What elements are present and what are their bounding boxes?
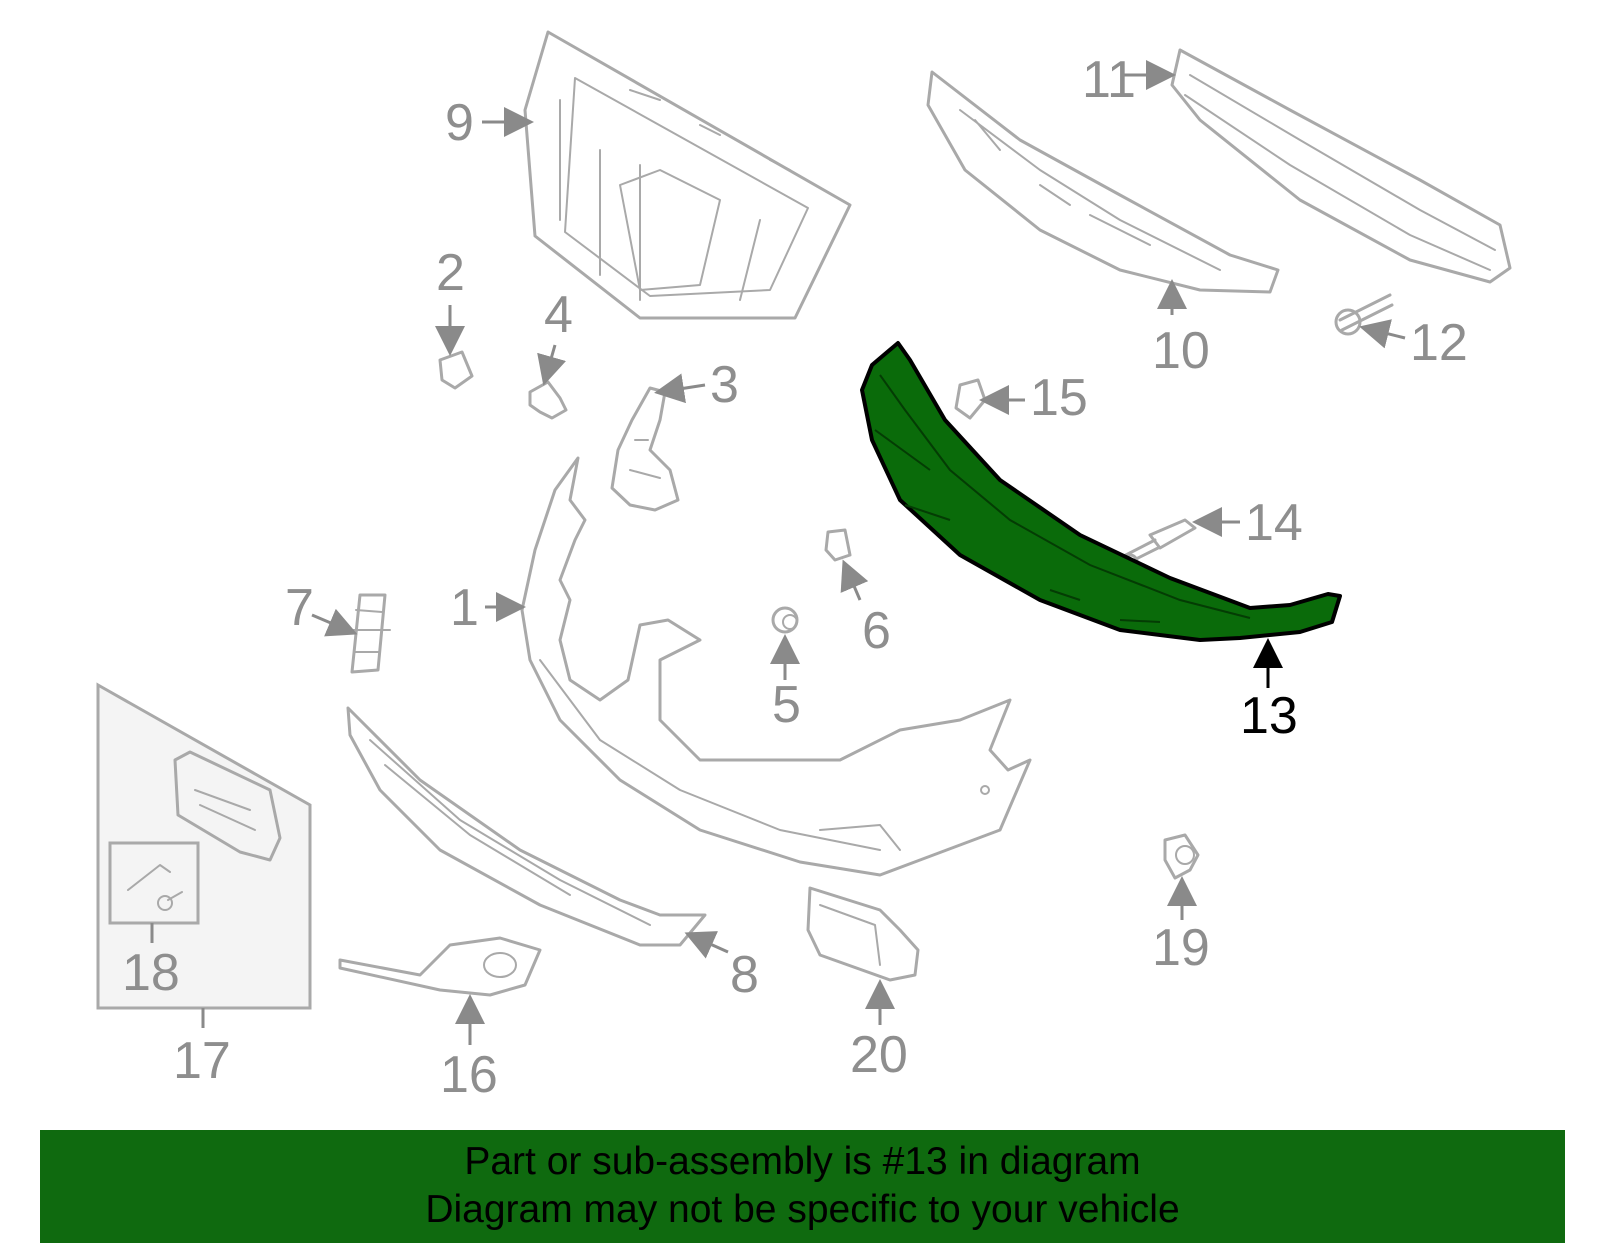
callout-15: 15 bbox=[1030, 369, 1088, 427]
part-2-clip[interactable] bbox=[438, 350, 474, 390]
part-3-bracket[interactable] bbox=[610, 386, 680, 512]
callout-6: 6 bbox=[862, 602, 891, 660]
part-8-lower-grille[interactable] bbox=[346, 706, 707, 947]
callout-1: 1 bbox=[450, 579, 479, 637]
callout-labels: 9 11 10 12 2 4 3 15 14 6 5 7 1 8 16 20 1… bbox=[122, 51, 1468, 1104]
callout-19: 19 bbox=[1152, 919, 1210, 977]
callout-9: 9 bbox=[445, 94, 474, 152]
callout-14: 14 bbox=[1245, 494, 1303, 552]
part-13-air-deflector[interactable] bbox=[860, 341, 1342, 642]
callout-5: 5 bbox=[772, 676, 801, 734]
part-10-energy-absorber[interactable] bbox=[926, 70, 1280, 294]
part-1-bumper-cover[interactable] bbox=[520, 456, 1032, 877]
callout-8: 8 bbox=[730, 946, 759, 1004]
callout-11: 11 bbox=[1082, 51, 1136, 109]
part-4-push-pin[interactable] bbox=[528, 380, 568, 420]
callout-17: 17 bbox=[173, 1032, 231, 1090]
part-12-bolt[interactable] bbox=[1334, 293, 1394, 336]
part-7-emblem[interactable] bbox=[347, 593, 391, 674]
part-16-fog-lamp-bezel[interactable] bbox=[338, 936, 542, 997]
part-6-clip[interactable] bbox=[824, 528, 852, 562]
banner-line-1: Part or sub-assembly is #13 in diagram bbox=[464, 1140, 1141, 1183]
callout-13: 13 bbox=[1240, 687, 1298, 745]
banner-line-2: Diagram may not be specific to your vehi… bbox=[425, 1188, 1180, 1231]
part-20-module[interactable] bbox=[806, 886, 920, 982]
callout-2: 2 bbox=[436, 244, 465, 302]
callout-18: 18 bbox=[122, 944, 180, 1002]
callout-7: 7 bbox=[285, 579, 314, 637]
part-5-nut[interactable] bbox=[771, 606, 799, 634]
leader-lines bbox=[150, 60, 1406, 1045]
callout-20: 20 bbox=[850, 1026, 908, 1084]
part-19-parking-sensor[interactable] bbox=[1163, 833, 1200, 880]
part-9-radiator-support[interactable] bbox=[523, 30, 852, 320]
info-banner: Part or sub-assembly is #13 in diagram D… bbox=[40, 1130, 1565, 1243]
part-11-reinforcement-beam[interactable] bbox=[1170, 48, 1512, 284]
callout-16: 16 bbox=[440, 1046, 498, 1104]
callout-12: 12 bbox=[1410, 314, 1468, 372]
part-15-clip[interactable] bbox=[954, 378, 987, 420]
callout-3: 3 bbox=[710, 356, 739, 414]
callout-4: 4 bbox=[544, 286, 573, 344]
callout-10: 10 bbox=[1152, 322, 1210, 380]
